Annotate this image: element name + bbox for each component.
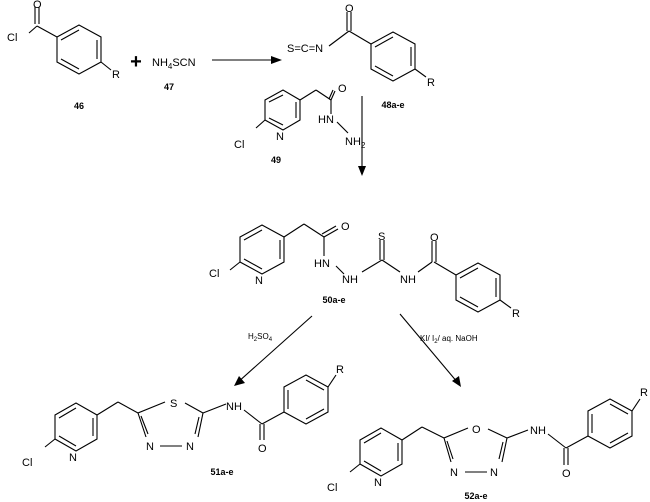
compound-49: O N Cl HN NH2 49 <box>234 83 366 165</box>
condition-h2so4: H2SO4 <box>248 332 273 343</box>
label-48: 48a-e <box>381 100 404 110</box>
atom-hn-49: HN <box>318 114 334 126</box>
arrow-step-1 <box>212 56 282 64</box>
atom-cl-52: Cl <box>327 482 337 494</box>
compound-52: O NH O N N N Cl R 52a-e <box>327 387 648 501</box>
atom-n-50: N <box>255 275 263 287</box>
atom-nh-52: NH <box>530 425 546 437</box>
atom-r-52: R <box>640 387 648 399</box>
arrow-step-3: H2SO4 <box>234 315 313 386</box>
atom-o-49: O <box>338 83 347 95</box>
atom-o-52ring: O <box>472 424 481 436</box>
atom-n-51b: N <box>186 441 194 453</box>
label-50: 50a-e <box>322 295 345 305</box>
atom-n-49: N <box>276 131 284 143</box>
atom-o-50b: O <box>430 232 439 244</box>
atom-s-51: S <box>170 398 177 410</box>
label-46: 46 <box>74 101 84 111</box>
atom-nh-50a: NH <box>342 274 358 286</box>
atom-nh2-49: NH2 <box>345 136 366 150</box>
reagent-nh4scn: NH4SCN <box>152 57 196 71</box>
atom-s-50: S <box>378 231 385 243</box>
atom-o-52: O <box>562 468 571 480</box>
label-51: 51a-e <box>210 467 233 477</box>
label-47: 47 <box>164 82 174 92</box>
atom-nh-50b: NH <box>400 274 416 286</box>
atom-cl-46: Cl <box>7 32 17 44</box>
arrow-step-4: KI/ I2/ aq. NaOH <box>399 313 478 387</box>
atom-hn-50: HN <box>314 258 330 270</box>
compound-51: S NH O N N N Cl R 51a-e <box>22 364 344 477</box>
atom-r-46: R <box>112 69 120 81</box>
atom-n-52a: N <box>450 467 458 479</box>
atom-n-52b: N <box>490 467 498 479</box>
atom-o-50a: O <box>341 221 350 233</box>
atom-r-50: R <box>512 308 520 320</box>
atom-o-46: O <box>33 0 42 11</box>
atom-cl-51: Cl <box>22 457 32 469</box>
compound-50: O S O N Cl HN NH NH R 50a-e <box>209 221 520 320</box>
atom-nh-51: NH <box>226 401 242 413</box>
atom-r-51: R <box>336 364 344 376</box>
atom-n-52py: N <box>374 477 382 489</box>
compound-48: S=C=N O R 48a-e <box>287 3 435 110</box>
plus-sign: + <box>130 51 142 73</box>
atom-cl-50: Cl <box>209 268 219 280</box>
atom-n-51py: N <box>69 452 77 464</box>
atom-cl-49: Cl <box>234 139 244 151</box>
label-52: 52a-e <box>464 491 487 501</box>
atom-o-48: O <box>345 3 354 15</box>
compound-46: O Cl R 46 <box>7 0 120 111</box>
atom-n-51a: N <box>146 441 154 453</box>
condition-ki-i2-naoh: KI/ I2/ aq. NaOH <box>420 334 478 345</box>
label-49: 49 <box>271 155 281 165</box>
compound-47: NH4SCN 47 <box>152 57 196 92</box>
atom-r-48: R <box>427 77 435 89</box>
atom-scn-48: S=C=N <box>287 43 323 55</box>
arrow-step-2 <box>358 96 366 176</box>
atom-o-51: O <box>258 443 267 455</box>
